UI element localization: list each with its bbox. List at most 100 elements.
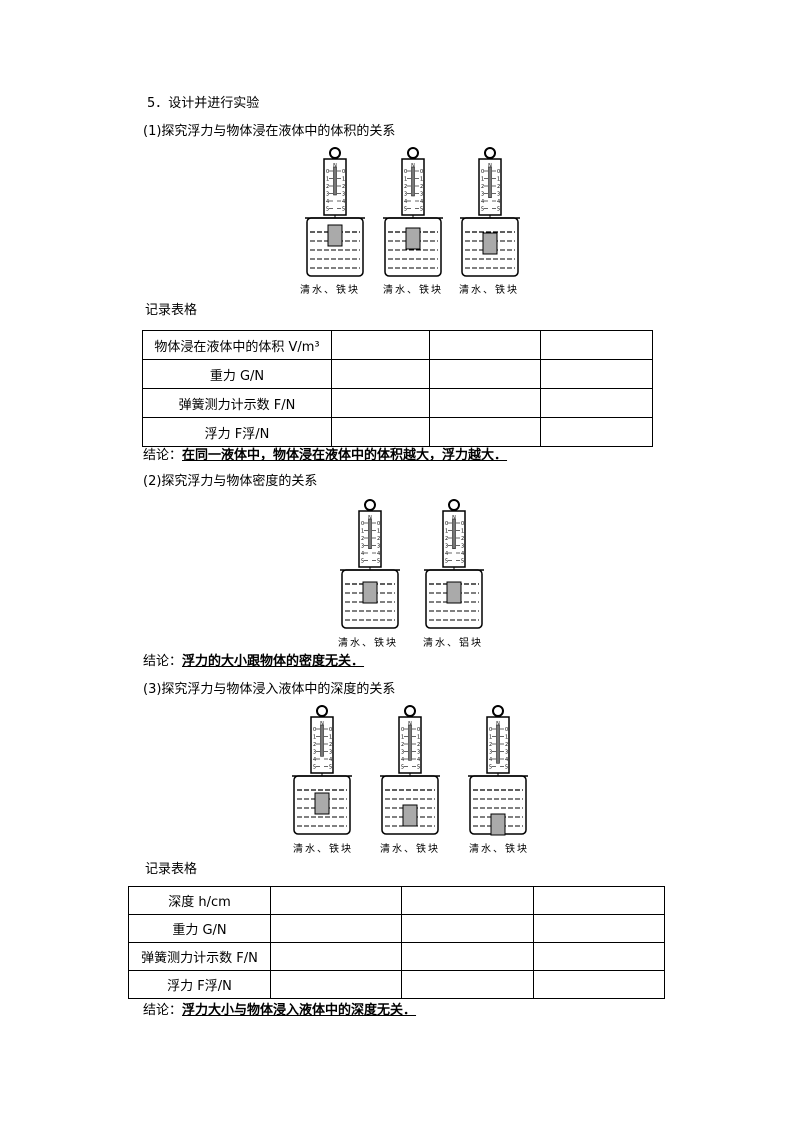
svg-text:1: 1 (342, 177, 345, 183)
conclusion-1: 结论：在同一液体中，物体浸在液体中的体积越大，浮力越大． (143, 448, 507, 464)
cell[interactable] (401, 970, 534, 999)
cell[interactable] (429, 417, 541, 447)
cell[interactable] (401, 886, 534, 915)
conclusion-3: 结论：浮力大小与物体浸入液体中的深度无关． (143, 1003, 416, 1019)
cell[interactable] (429, 359, 541, 389)
cell[interactable] (401, 942, 534, 971)
cell[interactable] (429, 388, 541, 418)
cell[interactable] (540, 330, 653, 360)
metal-block (402, 804, 418, 827)
svg-text:3: 3 (461, 544, 464, 550)
svg-text:0: 0 (420, 169, 423, 175)
svg-text:2: 2 (481, 184, 484, 190)
cell[interactable] (429, 330, 541, 360)
svg-text:1: 1 (489, 735, 492, 741)
svg-text:N: N (488, 163, 492, 169)
svg-text:3: 3 (417, 750, 420, 756)
svg-text:2: 2 (489, 742, 492, 748)
svg-text:2: 2 (404, 184, 407, 190)
ring-icon (316, 705, 328, 717)
svg-text:3: 3 (313, 750, 316, 756)
svg-text:1: 1 (481, 177, 484, 183)
svg-text:4: 4 (377, 551, 380, 557)
svg-text:3: 3 (481, 192, 484, 198)
conclusion-label: 结论： (143, 654, 183, 669)
svg-text:5: 5 (329, 765, 332, 771)
metal-block (314, 792, 330, 815)
svg-text:3: 3 (326, 192, 329, 198)
metal-block (405, 227, 421, 250)
svg-text:0: 0 (505, 727, 508, 733)
cell[interactable] (540, 417, 653, 447)
svg-text:2: 2 (326, 184, 329, 190)
cell[interactable] (270, 942, 402, 971)
table-row: 物体浸在液体中的体积 V/m³ (142, 330, 653, 360)
table-row: 重力 G/N (128, 914, 665, 943)
svg-text:5: 5 (401, 765, 404, 771)
svg-text:5: 5 (420, 207, 423, 213)
svg-text:1: 1 (377, 529, 380, 535)
cell[interactable] (270, 886, 402, 915)
table-row: 弹簧测力计示数 F/N (142, 388, 653, 418)
svg-text:0: 0 (461, 521, 464, 527)
cell[interactable] (533, 886, 665, 915)
cell[interactable] (270, 914, 402, 943)
svg-text:3: 3 (404, 192, 407, 198)
svg-text:N: N (333, 163, 337, 169)
table-row: 浮力 F浮/N (128, 970, 665, 999)
table-row: 深度 h/cm (128, 886, 665, 915)
svg-text:1: 1 (461, 529, 464, 535)
svg-text:4: 4 (401, 757, 404, 763)
metal-block (446, 581, 462, 604)
svg-text:0: 0 (497, 169, 500, 175)
table-row: 浮力 F浮/N (142, 417, 653, 447)
svg-text:4: 4 (497, 199, 500, 205)
svg-text:0: 0 (342, 169, 345, 175)
row-header: 物体浸在液体中的体积 V/m³ (142, 330, 332, 360)
cell[interactable] (331, 388, 430, 418)
table-label: 记录表格 (145, 303, 198, 318)
caption: 清水、铁块 (459, 285, 519, 296)
record-table-2: 深度 h/cm 重力 G/N 弹簧测力计示数 F/N 浮力 F浮/N (128, 886, 665, 999)
cell[interactable] (540, 388, 653, 418)
part1-title: (1)探究浮力与物体浸在液体中的体积的关系 (143, 124, 396, 139)
ring-icon (448, 499, 460, 511)
svg-text:2: 2 (417, 742, 420, 748)
conclusion-2: 结论：浮力的大小跟物体的密度无关． (143, 654, 364, 670)
svg-text:3: 3 (445, 544, 448, 550)
cell[interactable] (401, 914, 534, 943)
svg-text:3: 3 (361, 544, 364, 550)
cell[interactable] (331, 330, 430, 360)
svg-text:4: 4 (342, 199, 345, 205)
cell[interactable] (540, 359, 653, 389)
caption: 清水、铁块 (469, 844, 529, 855)
cell[interactable] (533, 914, 665, 943)
svg-text:1: 1 (361, 529, 364, 535)
caption: 清水、铁块 (293, 844, 353, 855)
svg-text:0: 0 (313, 727, 316, 733)
part2-title: (2)探究浮力与物体密度的关系 (143, 474, 318, 489)
svg-text:N: N (496, 721, 500, 727)
cell[interactable] (331, 417, 430, 447)
table-row: 重力 G/N (142, 359, 653, 389)
svg-text:5: 5 (342, 207, 345, 213)
cell[interactable] (270, 970, 402, 999)
cell[interactable] (331, 359, 430, 389)
svg-text:0: 0 (417, 727, 420, 733)
svg-text:1: 1 (445, 529, 448, 535)
row-header: 浮力 F浮/N (142, 417, 332, 447)
svg-text:3: 3 (420, 192, 423, 198)
cell[interactable] (533, 970, 665, 999)
svg-text:5: 5 (404, 207, 407, 213)
svg-text:1: 1 (497, 177, 500, 183)
svg-text:0: 0 (329, 727, 332, 733)
caption: 清水、铁块 (380, 844, 440, 855)
svg-text:2: 2 (505, 742, 508, 748)
cell[interactable] (533, 942, 665, 971)
